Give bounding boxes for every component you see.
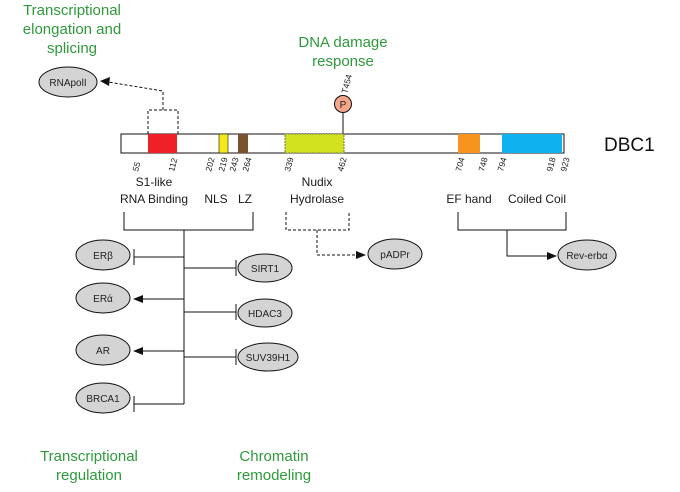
domain-label-nls: NLS xyxy=(204,192,227,206)
position-918: 918 xyxy=(544,156,557,173)
position-704: 704 xyxy=(453,156,466,173)
header-chromatin-line1: Chromatin xyxy=(239,448,308,465)
hdac3-label: HDAC3 xyxy=(248,309,282,320)
er-beta-node xyxy=(75,239,131,271)
padpr-label: pADPr xyxy=(380,250,410,261)
domain-label-nudix-line2: Hydrolase xyxy=(290,192,344,206)
position-462: 462 xyxy=(335,156,348,173)
position-55: 55 xyxy=(130,161,142,173)
domain-label-nudix-line1: Nudix xyxy=(302,175,333,189)
domain-label-ef-hand: EF hand xyxy=(446,192,491,206)
rev-erb-label: Rev-erbα xyxy=(566,251,608,262)
ar-arrowhead xyxy=(133,347,143,355)
position-264: 264 xyxy=(240,156,253,173)
er-beta-label: ERβ xyxy=(93,251,113,262)
rev-erb-node xyxy=(557,239,617,271)
position-748: 748 xyxy=(476,156,489,173)
padpr-arrowhead xyxy=(356,251,366,259)
header-dna-damage-line1: DNA damage xyxy=(298,34,387,51)
sirt1-label: SIRT1 xyxy=(251,264,280,275)
position-339: 339 xyxy=(282,156,295,173)
domain-label-coiled-coil: Coiled Coil xyxy=(508,192,566,206)
suv39h1-node xyxy=(237,342,299,372)
domain-label-s1-line1: S1-like xyxy=(136,175,173,189)
suv39h1-label: SUV39H1 xyxy=(246,353,291,364)
header-dna-damage-line2: response xyxy=(312,53,374,70)
sirt1-node xyxy=(237,253,293,283)
domain-label-s1-line2: RNA Binding xyxy=(120,192,188,206)
rnapol-node xyxy=(38,66,98,98)
brca1-label: BRCA1 xyxy=(86,394,120,405)
nudix-dashed-bracket xyxy=(285,212,350,231)
header-regulation-line2: regulation xyxy=(56,467,122,484)
rnapol-dashed-arrow-line xyxy=(107,81,164,110)
rnapol-arrowhead xyxy=(100,77,110,86)
n-terminal-bracket xyxy=(123,212,254,231)
rev-erb-arrowhead xyxy=(547,252,557,260)
header-elongation-line3: splicing xyxy=(47,40,97,57)
er-alpha-arrowhead xyxy=(133,295,143,303)
position-243: 243 xyxy=(227,156,240,173)
c-terminal-bracket xyxy=(457,212,567,231)
er-alpha-label: ERά xyxy=(93,293,113,305)
domain-ef-hand xyxy=(458,134,480,153)
rnapol-label: RNApolI xyxy=(49,78,86,89)
rev-erb-connector xyxy=(506,230,548,257)
position-794: 794 xyxy=(495,156,508,173)
header-elongation-line2: elongation and xyxy=(23,21,121,38)
position-923: 923 xyxy=(558,156,571,173)
domain-label-lz: LZ xyxy=(238,192,252,206)
position-219: 219 xyxy=(216,156,229,173)
padpr-dashed-line xyxy=(316,230,358,256)
domain-nudix xyxy=(284,133,345,154)
domain-s1-like xyxy=(148,134,177,153)
position-202: 202 xyxy=(203,156,216,173)
protein-name: DBC1 xyxy=(604,135,655,156)
phospho-circle xyxy=(334,95,352,113)
domain-nls xyxy=(218,133,229,154)
phospho-site-label: T454 xyxy=(339,73,354,95)
header-chromatin-line2: remodeling xyxy=(237,467,311,484)
padpr-node xyxy=(367,238,423,270)
rnapol-dashed-connector xyxy=(147,109,179,134)
domain-lz xyxy=(238,134,248,153)
ar-node xyxy=(75,334,131,366)
er-alpha-node xyxy=(75,282,131,314)
domain-coiled-coil xyxy=(502,134,562,153)
phospho-letter: P xyxy=(340,100,347,111)
position-112: 112 xyxy=(166,157,179,173)
header-elongation-line1: Transcriptional xyxy=(23,2,121,19)
hdac3-node xyxy=(237,298,293,328)
header-regulation-line1: Transcriptional xyxy=(40,448,138,465)
brca1-node xyxy=(75,382,131,414)
ar-label: AR xyxy=(96,346,110,357)
